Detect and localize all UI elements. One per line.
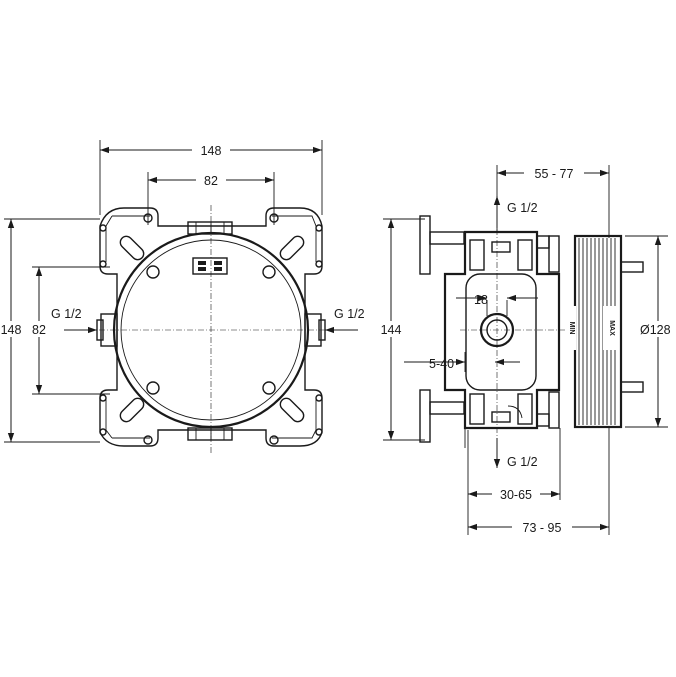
inlet-label-right: G 1/2 <box>334 307 365 321</box>
dimension-30-65: 30-65 <box>467 428 561 535</box>
dim-label-148-top: 148 <box>201 144 222 158</box>
dimension-height-148: 148 <box>0 218 100 443</box>
dim-label-5-40: 5-40 <box>429 357 454 371</box>
outlet-arrow-top: G 1/2 <box>493 196 538 228</box>
central-port <box>465 273 537 391</box>
valve-body-side <box>443 230 561 448</box>
side-flanges <box>419 215 560 443</box>
dimension-height-82: 82 <box>27 266 110 395</box>
inlet-label-left: G 1/2 <box>51 307 82 321</box>
mark-min: MIN <box>568 322 575 335</box>
dimension-port-18: 18 <box>456 293 538 316</box>
dimension-height-144: 144 <box>378 218 425 441</box>
outlet-label-top: G 1/2 <box>507 201 538 215</box>
mark-max: MAX <box>608 320 615 336</box>
dim-label-18: 18 <box>474 293 488 307</box>
dim-label-144: 144 <box>381 323 402 337</box>
dim-label-55-77: 55 - 77 <box>535 167 574 181</box>
corner-slots <box>119 235 305 423</box>
dimension-73-95: 73 - 95 <box>468 427 610 535</box>
dim-label-82-top: 82 <box>204 174 218 188</box>
mounting-holes <box>99 213 323 445</box>
dim-label-82-left: 82 <box>32 323 46 337</box>
dim-label-30-65: 30-65 <box>500 488 532 502</box>
connection-tabs <box>187 221 233 441</box>
outlet-arrow-bottom: G 1/2 <box>493 438 538 469</box>
front-view: 148 82 148 82 <box>0 140 365 455</box>
dim-label-148-left: 148 <box>1 323 22 337</box>
dimension-diameter-128: Ø128 <box>625 235 676 428</box>
plaster-guard-sleeve: MIN MAX <box>564 234 644 429</box>
dimension-width-148: 148 <box>99 140 323 215</box>
center-marker <box>192 257 228 275</box>
dim-label-diameter: Ø128 <box>640 323 671 337</box>
dimension-offset-5-40: 5-40 <box>404 352 520 372</box>
dimension-width-82: 82 <box>147 172 275 225</box>
dim-label-73-95: 73 - 95 <box>523 521 562 535</box>
side-view: 55 - 77 144 Ø128 <box>378 165 676 535</box>
inlet-arrow-right: G 1/2 <box>325 307 365 334</box>
inlet-arrow-left: G 1/2 <box>51 307 97 334</box>
outlet-label-bottom: G 1/2 <box>507 455 538 469</box>
